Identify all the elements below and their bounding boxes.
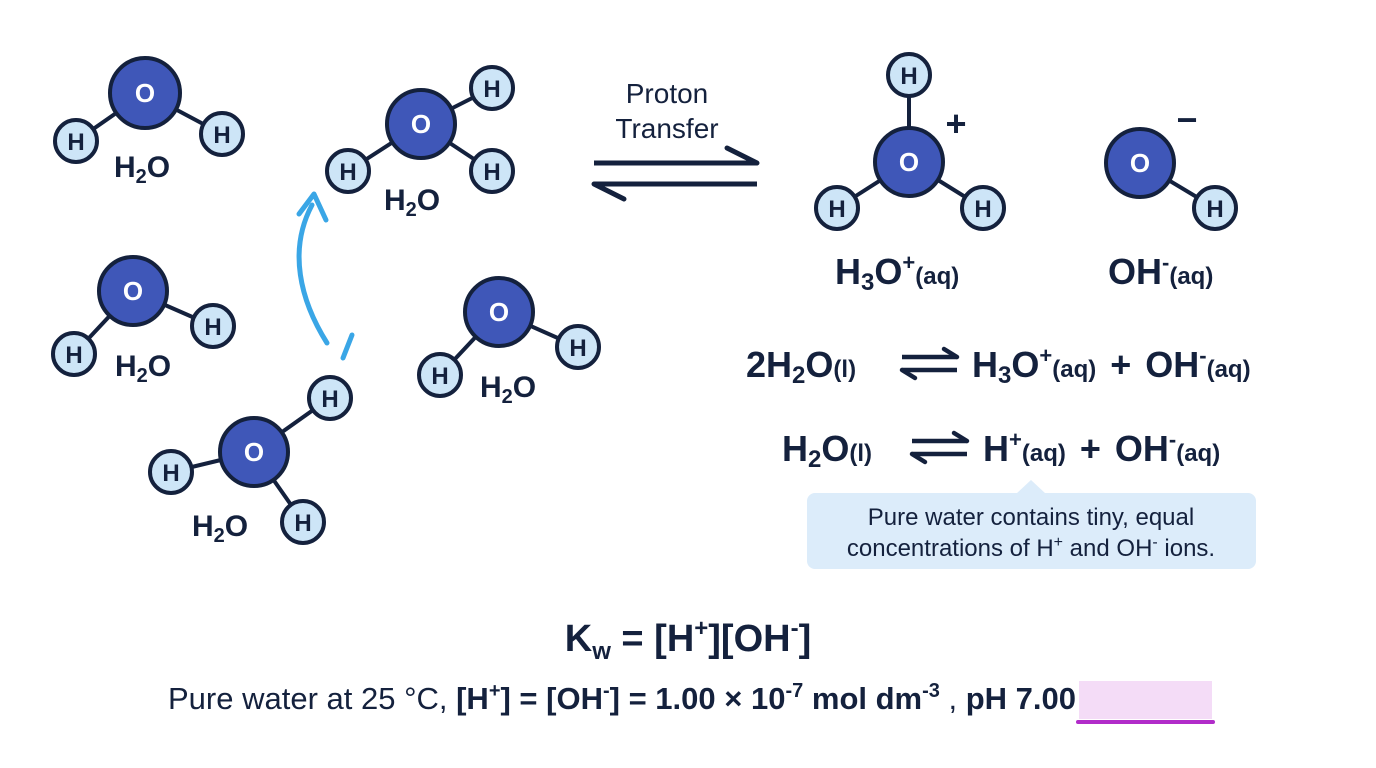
hydrogen-atom: [51, 331, 97, 377]
footer-statement: Pure water at 25 °C, [H+] = [OH-] = 1.00…: [168, 680, 1215, 724]
proton-transfer-arrow: [296, 191, 355, 361]
hydrogen-symbol: H: [339, 159, 356, 186]
molecule-formula: H2O: [114, 151, 170, 188]
molecule-formula: H2O: [480, 371, 536, 408]
oxygen-symbol: O: [411, 109, 431, 139]
ph-value: pH 7.00: [966, 681, 1076, 716]
oxygen-atom: [873, 126, 945, 198]
svg-text:H2O(l): H2O(l): [782, 428, 872, 473]
svg-text:H3O+(aq)+OH-(aq): H3O+(aq)+OH-(aq): [972, 343, 1251, 389]
hydrogen-symbol: H: [67, 129, 84, 156]
hydrogen-atom: [555, 324, 601, 370]
oxygen-atom: [463, 276, 535, 348]
equilibrium-arrow-icon: [591, 145, 760, 202]
oxygen-atom: [1104, 127, 1176, 199]
hydrogen-symbol: H: [65, 342, 82, 369]
oxygen-symbol: O: [244, 437, 264, 467]
bond-break-mark: [340, 332, 355, 361]
hydrogen-symbol: H: [569, 335, 586, 362]
hydrogen-atom: [325, 148, 371, 194]
oxygen-symbol: O: [135, 78, 155, 108]
equilibrium-arrow-icon: [899, 346, 960, 381]
hydrogen-atom: [199, 111, 245, 157]
svg-text:Kw = [H+][OH-]: Kw = [H+][OH-]: [565, 615, 812, 665]
hydrogen-atom: [148, 449, 194, 495]
water-molecule-4: O H H H2O: [417, 276, 601, 408]
hydrogen-atom: [469, 148, 515, 194]
hydrogen-symbol: H: [483, 76, 500, 103]
svg-text:Pure water at 25 °C, [H+] = [O: Pure water at 25 °C, [H+] = [OH-] = 1.00…: [168, 680, 1076, 716]
water-molecule-1: O H H H2O: [53, 56, 245, 188]
hydrogen-symbol: H: [213, 122, 230, 149]
molecule-formula: H2O: [192, 510, 248, 547]
svg-text:2H2O(l): 2H2O(l): [746, 344, 856, 389]
svg-text:H+(aq)+OH-(aq): H+(aq)+OH-(aq): [983, 427, 1220, 469]
oxygen-symbol: O: [899, 147, 919, 177]
hydrogen-symbol: H: [162, 460, 179, 487]
hydrogen-symbol: H: [431, 363, 448, 390]
ph-highlight: [1079, 681, 1212, 719]
oxygen-atom: [385, 88, 457, 160]
hydronium-label: H3O+(aq): [835, 250, 959, 296]
equation-autoionization: 2H2O(l) H3O+(aq)+OH-(aq): [746, 343, 1251, 389]
hydrogen-atom: [960, 185, 1006, 231]
hydrogen-symbol: H: [974, 196, 991, 223]
water-molecule-2: O H H H H2O: [325, 65, 515, 221]
oxygen-symbol: O: [123, 276, 143, 306]
oxygen-symbol: O: [489, 297, 509, 327]
hydrogen-symbol: H: [321, 386, 338, 413]
svg-text:Proton: Proton: [626, 78, 709, 109]
oxygen-atom: [108, 56, 182, 130]
molecule-formula: H2O: [384, 184, 440, 221]
hydrogen-atom: [814, 185, 860, 231]
hydrogen-atom: [53, 118, 99, 164]
oxygen-atom: [218, 416, 290, 488]
hydrogen-symbol: H: [294, 510, 311, 537]
molecule-formula: H2O: [115, 350, 171, 387]
equation-simplified: H2O(l) H+(aq)+OH-(aq): [782, 427, 1220, 473]
equilibrium-arrow-icon: [909, 430, 970, 465]
hydrogen-atom: [469, 65, 515, 111]
hydrogen-atom: [1192, 185, 1238, 231]
note-line-2: concentrations of H+ and OH- ions.: [847, 534, 1215, 562]
hydroxide-label: OH-(aq): [1108, 250, 1213, 292]
hydrogen-symbol: H: [204, 314, 221, 341]
hydrogen-atom: [307, 375, 353, 421]
hydrogen-atom: [417, 352, 463, 398]
hydrogen-symbol: H: [828, 196, 845, 223]
callout-note: Pure water contains tiny, equal concentr…: [807, 480, 1256, 569]
transfer-label: Proton Transfer: [615, 78, 718, 144]
water-molecule-3: O H H H2O: [51, 255, 236, 387]
hydrogen-symbol: H: [1206, 196, 1223, 223]
hydrogen-atom: [190, 303, 236, 349]
kw-expression: Kw = [H+][OH-]: [565, 615, 812, 665]
oxygen-symbol: O: [1130, 148, 1150, 178]
oxygen-atom: [97, 255, 169, 327]
ion-charge: +: [945, 103, 966, 144]
hydroxide-ion: O H − OH-(aq): [1104, 99, 1238, 292]
note-line-1: Pure water contains tiny, equal: [868, 504, 1194, 531]
hydronium-ion: O H H H + H3O+(aq): [814, 52, 1006, 296]
hydrogen-atom: [886, 52, 932, 98]
hydrogen-symbol: H: [483, 159, 500, 186]
water-molecule-5: O H H H H2O: [148, 375, 353, 547]
hydrogen-symbol: H: [900, 63, 917, 90]
hydrogen-atom: [280, 499, 326, 545]
ion-charge: −: [1176, 99, 1197, 140]
svg-text:Transfer: Transfer: [615, 113, 718, 144]
